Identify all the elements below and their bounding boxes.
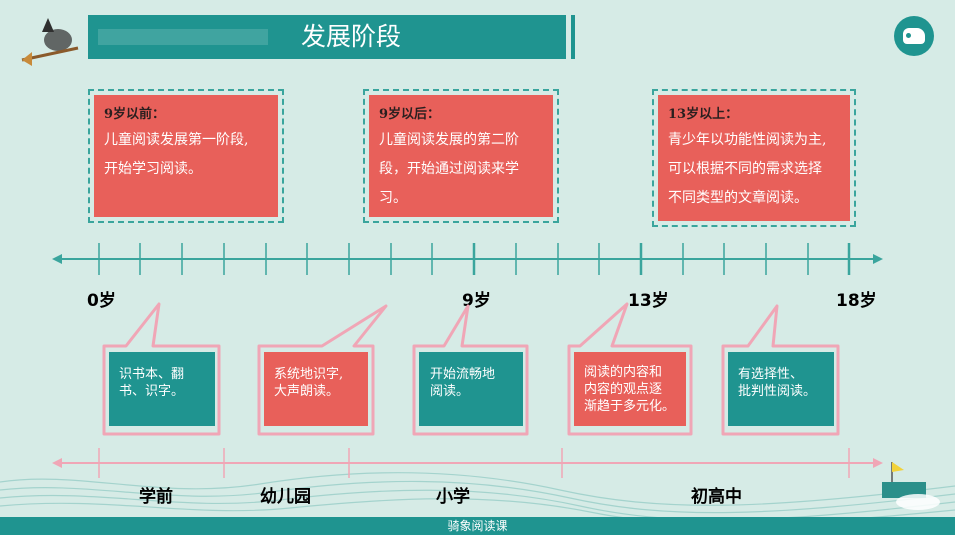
callout-line: 阅读的内容和 (584, 365, 663, 380)
info-box-line: 习。 (379, 190, 407, 206)
elephant-logo-icon (894, 16, 934, 56)
stage-timeline-axis (52, 448, 883, 478)
boat-icon (882, 462, 940, 510)
stage-label-secondary: 初高中 (691, 487, 742, 507)
page-title: 发展阶段 (300, 22, 401, 51)
title-blurred-prefix (98, 29, 268, 45)
info-box-line: 段，开始通过阅读来学 (379, 161, 519, 177)
info-box-line: 可以根据不同的需求选择 (668, 161, 822, 177)
header-accent-bar (571, 15, 575, 59)
callout-line: 内容的观点逐 (584, 382, 663, 397)
info-box-heading: 9岁以后： (379, 107, 441, 122)
stage-label-preschool: 学前 (139, 487, 173, 507)
age-timeline-axis (52, 243, 883, 275)
callout-line: 阅读。 (430, 384, 470, 399)
stage-label-kindergarten: 幼儿园 (260, 487, 311, 507)
callout-line: 书、识字。 (119, 384, 185, 399)
callout-line: 渐趋于多元化。 (584, 399, 676, 414)
callout-high: 有选择性、 批判性阅读。 (738, 366, 816, 400)
callout-line: 识书本、翻 (119, 367, 185, 382)
callout-line: 大声朗读。 (274, 384, 340, 399)
witch-broom-icon (21, 18, 79, 66)
info-box-line: 开始学习阅读。 (104, 161, 202, 177)
info-box-over-13: 13岁以上： 青少年以功能性阅读为主, 可以根据不同的需求选择 不同类型的文章阅… (652, 89, 856, 227)
callout-line: 开始流畅地 (430, 367, 496, 382)
info-box-heading: 13岁以上： (668, 107, 739, 122)
callout-middle: 阅读的内容和 内容的观点逐 渐趋于多元化。 (584, 364, 675, 415)
info-box-line: 儿童阅读发展的第二阶 (379, 132, 519, 148)
callout-kindergarten: 系统地识字, 大声朗读。 (274, 366, 343, 400)
footer-text: 骑象阅读课 (447, 519, 508, 533)
stage-label-primary: 小学 (436, 487, 470, 507)
info-box-line: 青少年以功能性阅读为主, (668, 132, 827, 148)
footer-bar: 骑象阅读课 (0, 517, 955, 535)
info-box-before-9: 9岁以前： 儿童阅读发展第一阶段, 开始学习阅读。 (88, 89, 284, 223)
callout-preschool: 识书本、翻 书、识字。 (119, 366, 184, 400)
axis-label-0: 0岁 (87, 291, 116, 311)
axis-label-18: 18岁 (836, 291, 877, 311)
info-box-line: 儿童阅读发展第一阶段, (104, 132, 249, 148)
header-banner: 发展阶段 (88, 15, 566, 59)
callout-primary: 开始流畅地 阅读。 (430, 366, 495, 400)
callout-line: 批判性阅读。 (738, 384, 817, 399)
info-box-heading: 9岁以前： (104, 107, 166, 122)
callout-line: 有选择性、 (738, 367, 804, 382)
info-box-after-9: 9岁以后： 儿童阅读发展的第二阶 段，开始通过阅读来学 习。 (363, 89, 559, 223)
axis-label-13: 13岁 (628, 291, 669, 311)
info-box-line: 不同类型的文章阅读。 (668, 190, 808, 206)
callout-line: 系统地识字, (274, 367, 344, 382)
